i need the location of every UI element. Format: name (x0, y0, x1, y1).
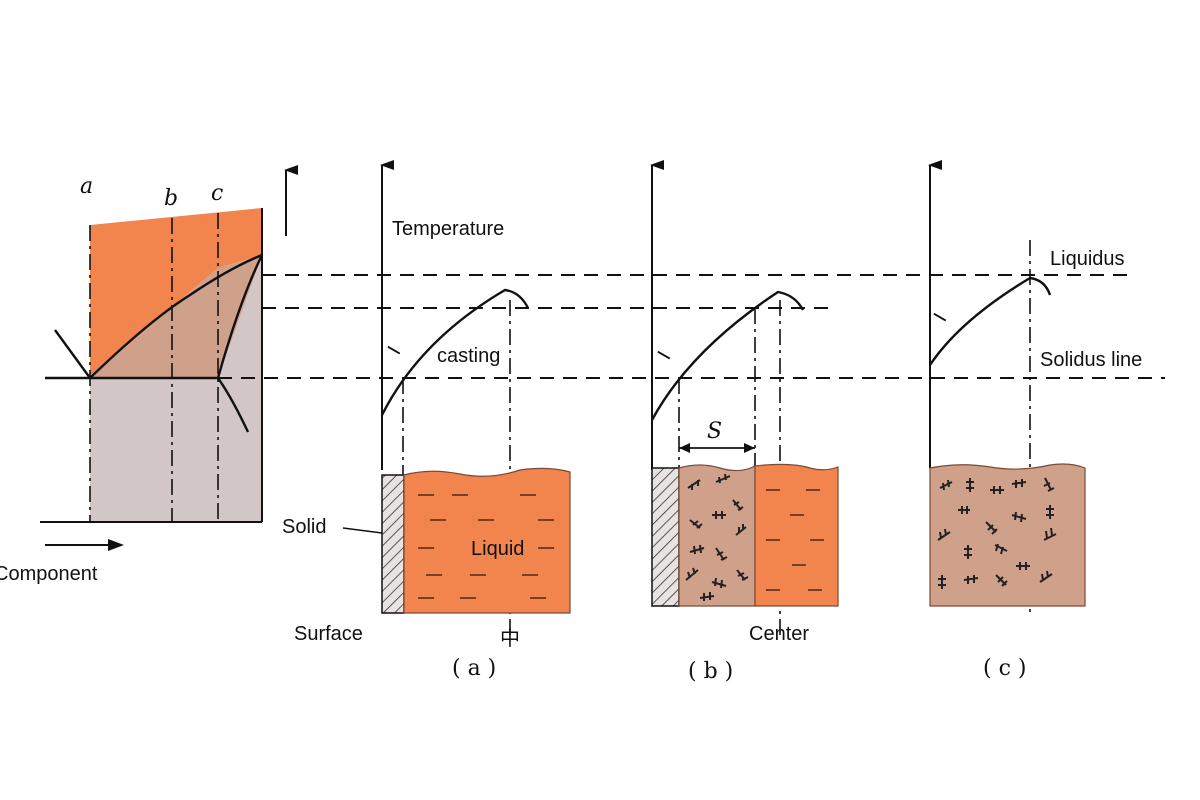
panel-c-temp-profile (929, 276, 1052, 366)
solid-label: Solid (282, 516, 326, 538)
panel-a: Temperature I casting Liquid Solid Surfa… (282, 160, 571, 681)
solidus-curve (216, 254, 264, 379)
mushy-region (90, 255, 262, 378)
panel-b-liquid-zone (754, 463, 839, 607)
panel-c-equiaxed-grains (937, 477, 1057, 589)
casting-label: casting (437, 345, 500, 367)
liquid-region (90, 208, 262, 378)
panel-b-temp-profile (650, 290, 805, 421)
component-label: Component (0, 563, 98, 585)
surface-label: Surface (294, 623, 363, 645)
s-width-label: S (707, 419, 722, 444)
caption-b: ( b ) (688, 659, 733, 684)
alloy-label-b: b (164, 186, 178, 211)
s-arrow-right-icon (744, 443, 755, 453)
solidus-label: Solidus line (1040, 349, 1142, 371)
solid-leader-line (342, 527, 383, 534)
temperature-label: Temperature (392, 218, 504, 240)
phase-diagram: a b c Component (0, 165, 298, 585)
panel-a-liquid-block (403, 467, 571, 614)
component-arrow-icon (108, 539, 124, 551)
panel-b-dendrites (685, 473, 749, 601)
solid-region (90, 255, 262, 522)
panel-c: I Liquidus Solidus line ( c ) (928, 160, 1142, 681)
temperature-reference-lines (218, 274, 1165, 379)
panel-b: I S C (650, 160, 839, 684)
right-solvus (217, 377, 250, 433)
panel-a-solid-layer (381, 474, 405, 614)
panel-b-liquid-dashes (766, 489, 824, 591)
panel-b-solid-layer (651, 467, 680, 607)
left-solvus (54, 329, 91, 379)
alloy-label-a: a (80, 174, 93, 199)
panel-c-I-glyph: I (930, 310, 952, 326)
panel-a-I-glyph: I (384, 343, 406, 359)
panel-a-liquid-dashes (418, 494, 554, 599)
liquid-label: Liquid (471, 538, 524, 560)
stray-mark: 中 (500, 627, 520, 650)
alloy-label-c: c (211, 181, 223, 206)
center-label: Center (749, 623, 809, 645)
liquidus-curve (89, 253, 263, 379)
caption-c: ( c ) (983, 656, 1026, 681)
panel-b-I-glyph: I (654, 348, 676, 364)
panel-c-solidified-block (929, 463, 1086, 607)
caption-a: ( a ) (452, 656, 496, 681)
liquidus-label: Liquidus (1050, 248, 1125, 270)
s-arrow-left-icon (679, 443, 690, 453)
